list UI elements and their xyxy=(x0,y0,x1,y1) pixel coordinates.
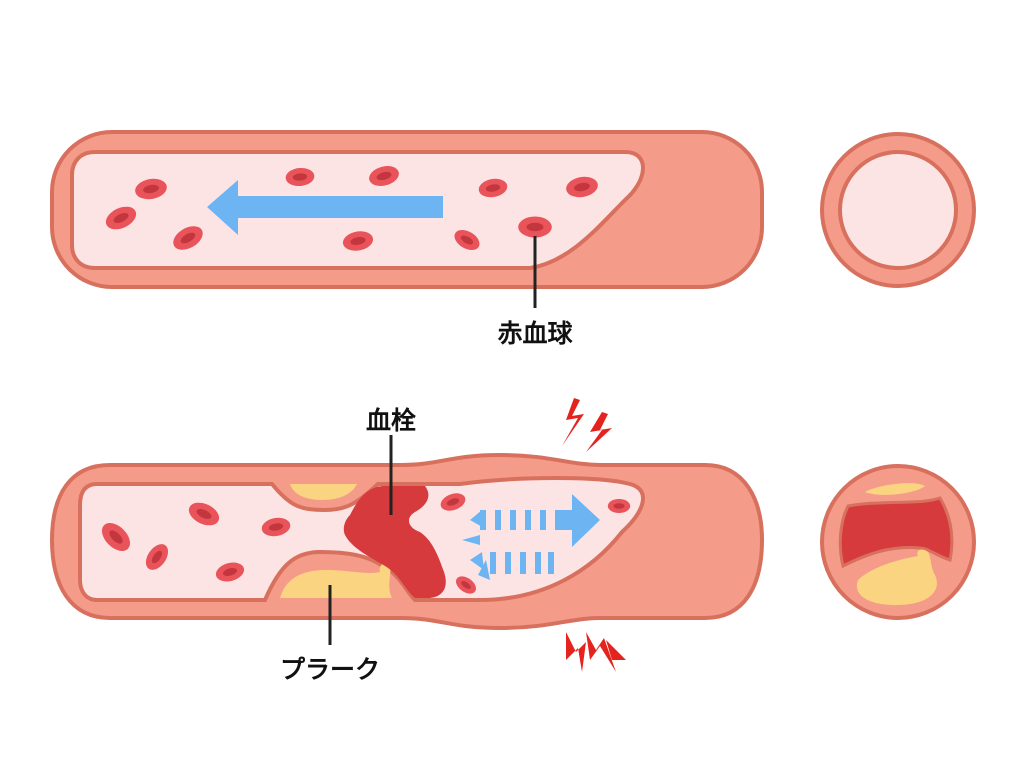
red-blood-cell xyxy=(188,502,220,526)
obstructed-flow-arrow-icon xyxy=(462,494,600,580)
red-blood-cell xyxy=(454,229,480,251)
red-blood-cell xyxy=(173,226,203,250)
healthy-cross-section xyxy=(820,132,976,288)
red-blood-cell-center xyxy=(292,173,308,181)
red-blood-cell xyxy=(105,206,137,230)
cross-section-plaque-bottom xyxy=(856,549,937,606)
lightning-icon xyxy=(562,398,626,672)
red-blood-cell xyxy=(215,562,245,582)
label-plaque: プラーク xyxy=(279,655,381,684)
red-blood-cell xyxy=(478,178,508,198)
red-blood-cell xyxy=(607,499,631,513)
red-blood-cell-center xyxy=(143,184,159,194)
red-blood-cell-center xyxy=(526,222,544,232)
occluded-cross-section xyxy=(820,464,976,620)
red-blood-cell xyxy=(285,167,315,187)
flow-arrow-icon xyxy=(207,180,443,235)
red-blood-cell-center xyxy=(574,182,590,192)
red-blood-cell-center xyxy=(485,184,501,192)
red-blood-cell-center xyxy=(180,232,196,244)
red-blood-cell xyxy=(566,176,598,198)
red-blood-cell xyxy=(518,216,552,238)
red-blood-cell-center xyxy=(613,503,625,509)
red-blood-cells xyxy=(101,493,631,594)
red-blood-cell xyxy=(261,517,291,537)
red-blood-cell-center xyxy=(196,509,212,519)
plaque-top xyxy=(290,484,357,500)
cross-section-plaque-top xyxy=(865,483,925,495)
red-blood-cell xyxy=(145,544,169,570)
red-blood-cell-center xyxy=(460,235,474,245)
red-blood-cell xyxy=(455,576,477,594)
healthy-vessel xyxy=(50,130,764,308)
occluded-vessel xyxy=(49,398,765,672)
cross-section-clot xyxy=(838,496,954,569)
plaque-bottom xyxy=(280,563,392,598)
red-blood-cell-center xyxy=(461,581,471,589)
red-blood-cell xyxy=(440,493,466,511)
red-blood-cells xyxy=(105,166,598,251)
red-blood-cell-center xyxy=(109,530,123,544)
red-blood-cell xyxy=(135,178,167,200)
red-blood-cell-center xyxy=(222,568,238,576)
label-red-blood-cell: 赤血球 xyxy=(497,319,573,348)
red-blood-cell-center xyxy=(113,213,129,223)
red-blood-cell-center xyxy=(151,550,163,564)
red-blood-cell-center xyxy=(376,171,392,181)
healthy-cross-section-lumen xyxy=(838,150,958,270)
red-blood-cell-center xyxy=(268,523,284,531)
red-blood-cell-center xyxy=(446,498,460,506)
label-thrombus: 血栓 xyxy=(365,406,417,435)
red-blood-cell xyxy=(101,522,131,552)
red-blood-cell xyxy=(369,166,399,186)
red-blood-cell xyxy=(342,231,374,251)
red-blood-cell-center xyxy=(350,237,366,245)
thrombus-clot xyxy=(343,486,446,598)
